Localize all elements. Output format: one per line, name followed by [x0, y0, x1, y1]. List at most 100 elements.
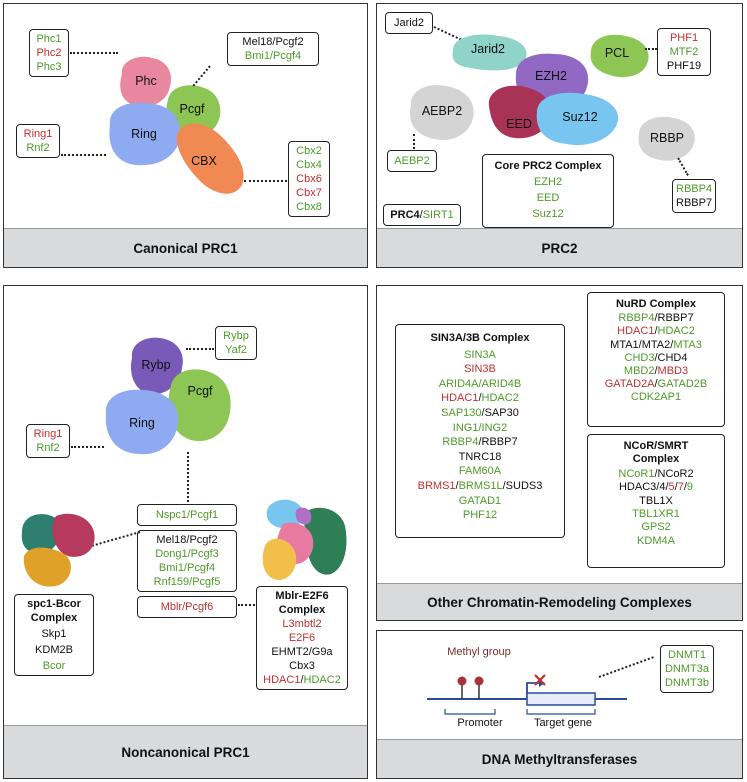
eed-subunit [488, 85, 552, 139]
connector [61, 154, 106, 156]
connector [238, 604, 266, 606]
ncor-box: NCoR/SMRT Complex NCoR1/NCoR2 HDAC3/4/5/… [587, 434, 725, 568]
methyl-group-label: Methyl group [447, 646, 511, 658]
sin3-item: SIN3A [464, 348, 496, 361]
suz12-subunit [536, 92, 619, 146]
rbbp-list-item: RBBP4 [676, 183, 713, 195]
panel-title: DNA Methyltransferases [377, 739, 742, 778]
panel-canonical-prc1: Phc Pcgf Ring CBX Phc1 Phc2 Phc3 Mel18/P… [3, 3, 368, 268]
core-prc2-item: EZH2 [533, 176, 563, 188]
pcl-label: PCL [604, 46, 630, 60]
rbbp-label: RBBP [649, 131, 685, 145]
rybp-subunit [130, 337, 183, 395]
connector [645, 48, 657, 50]
mblr-e2f6-title: Complex [278, 604, 326, 616]
spc1-bcor-title: Complex [30, 612, 78, 624]
mblr-e2f6-item: Cbx3 [289, 660, 315, 672]
panel-title: Canonical PRC1 [4, 228, 367, 267]
connector [70, 52, 118, 54]
pcgf-list-box: Mel18/Pcgf2 Bmi1/Pcgf4 [227, 32, 319, 66]
sin3-box: SIN3A/3B Complex SIN3A SIN3B ARID4A/ARID… [395, 324, 565, 538]
panel-other-complexes: SIN3A/3B Complex SIN3A SIN3B ARID4A/ARID… [376, 285, 743, 621]
spc1-bcor-item: KDM2B [35, 644, 73, 656]
cbx-list-item: Cbx6 [296, 173, 322, 185]
prc4-label: PRC4 [390, 209, 420, 221]
ring-list-box: Ring1 Rnf2 [16, 124, 60, 158]
suz12-label: Suz12 [562, 110, 598, 124]
spc1-bcor-complex-structure [21, 513, 95, 587]
hdac1-label: HDAC1 [263, 674, 301, 686]
ncor-item: GPS2 [641, 521, 671, 534]
phc-subunit [120, 56, 172, 107]
panel-title: Noncanonical PRC1 [4, 725, 367, 778]
dnmt-list-item: DNMT3a [664, 663, 709, 675]
nurd-item: MTA1/MTA2/MTA3 [610, 338, 702, 351]
phc-list-item: Phc2 [36, 47, 62, 59]
gene-diagram [427, 674, 627, 715]
ncor-item: TBL1XR1 [632, 508, 680, 521]
core-prc2-item: Suz12 [532, 208, 564, 220]
sin3-item: SIN3B [464, 363, 496, 376]
connector [413, 134, 415, 149]
ring-label: Ring [131, 127, 157, 141]
phc-label: Phc [135, 74, 157, 88]
sin3-item: ING1/ING2 [452, 421, 508, 434]
connector [244, 180, 287, 182]
cbx-list-item: Cbx4 [296, 159, 322, 171]
core-prc2-item: EED [536, 192, 560, 204]
ezh2-label: EZH2 [535, 69, 567, 83]
nurd-title: NuRD Complex [615, 298, 697, 310]
spc1-bcor-box: spc1-Bcor Complex Skp1 KDM2B Bcor [14, 594, 94, 676]
mblr-label: Mblr/Pcgf6 [160, 601, 214, 613]
pcgf-list-item: Bmi1/Pcgf4 [244, 50, 302, 62]
pcgf-list-item: Mel18/Pcgf2 [242, 36, 304, 48]
cbx-list-item: Cbx2 [296, 145, 322, 157]
aebp2-blob-label: AEBP2 [421, 104, 463, 118]
spc1-bcor-item: Skp1 [41, 628, 67, 640]
ncor-item: TBL1X [639, 494, 673, 507]
cbx-list-item: Cbx7 [296, 187, 322, 199]
nurd-item: GATAD2A/GATAD2B [604, 378, 708, 391]
dnmt-list-item: DNMT3b [664, 677, 709, 689]
pcgf-list-item: Bmi1/Pcgf4 [158, 562, 216, 574]
ncor-title: NCoR/SMRT [623, 440, 689, 452]
sin3-item: RBBP4/RBBP7 [442, 436, 518, 449]
nspc1-box: Nspc1/Pcgf1 [137, 504, 237, 526]
hdac2-label: HDAC2 [303, 674, 341, 686]
phc-list-item: Phc3 [36, 61, 62, 73]
pcgf-subunit [168, 369, 231, 442]
ring-list-item: Rnf2 [26, 142, 50, 154]
aebp2-list-item: AEBP2 [394, 155, 430, 167]
ncor-item: KDM4A [637, 534, 675, 547]
pcgf-list-item: Dong1/Pcgf3 [155, 548, 219, 560]
sin3-title: SIN3A/3B Complex [430, 332, 530, 344]
nurd-item: RBBP4/RBBP7 [618, 312, 694, 325]
cbx-subunit [176, 123, 244, 194]
rbbp-list-item: RBBP7 [676, 197, 713, 209]
panel-title: Other Chromatin-Remodeling Complexes [377, 583, 742, 620]
jarid2-box: Jarid2 [385, 12, 433, 34]
sin3-item: HDAC1/HDAC2 [441, 392, 519, 405]
mblr-e2f6-complex-structure [262, 499, 347, 580]
target-gene-label: Target gene [533, 717, 593, 729]
rbbp-list-box: RBBP4 RBBP7 [672, 179, 716, 213]
sin3-item: TNRC18 [458, 450, 502, 463]
nurd-box: NuRD Complex RBBP4/RBBP7 HDAC1/HDAC2 MTA… [587, 292, 725, 427]
pcgf-subunit [166, 85, 221, 139]
jarid2-label: Jarid2 [394, 17, 424, 29]
core-prc2-title: Core PRC2 Complex [494, 160, 602, 172]
ring-subunit [105, 389, 179, 455]
jarid2-blob-label: Jarid2 [470, 42, 506, 56]
ncor-title: Complex [632, 453, 680, 466]
sin3-item: PHF12 [462, 509, 498, 522]
pcgf-list-box: Mel18/Pcgf2 Dong1/Pcgf3 Bmi1/Pcgf4 Rnf15… [137, 530, 237, 592]
pcl-list-box: PHF1 MTF2 PHF19 [657, 28, 711, 76]
pcgf-list-item: Mel18/Pcgf2 [156, 534, 218, 546]
jarid2-subunit [452, 34, 527, 71]
nurd-item: MBD2/MBD3 [623, 365, 689, 378]
connector [186, 348, 214, 350]
ring-list-item: Ring1 [33, 428, 63, 440]
pcl-subunit [590, 34, 649, 78]
mblr-box: Mblr/Pcgf6 [137, 596, 237, 618]
eed-label: EED [506, 117, 532, 131]
